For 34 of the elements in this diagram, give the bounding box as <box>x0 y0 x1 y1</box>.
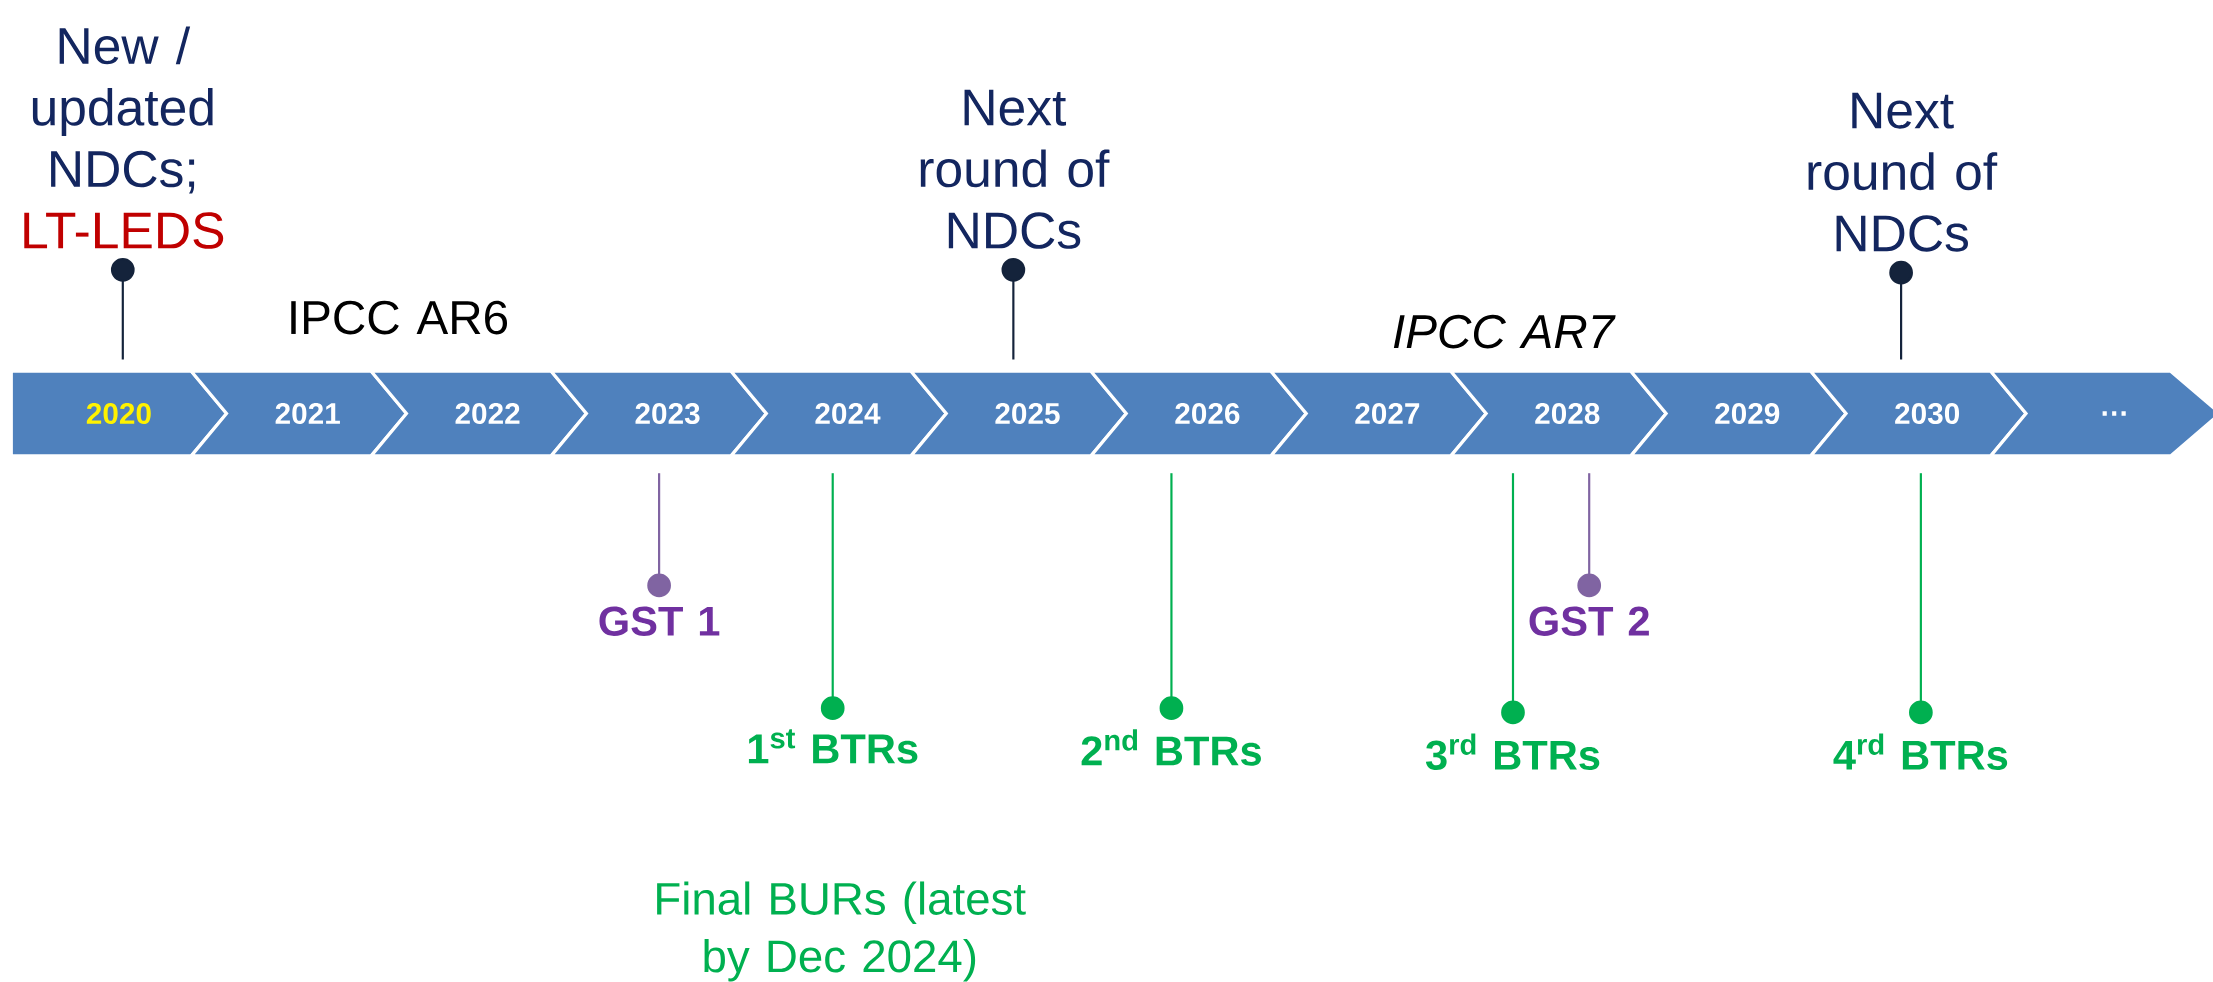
pin-line <box>1577 473 1602 598</box>
event-label: 2$^{nd}$ BTRs <box>1081 729 1261 766</box>
event-label: 3$^{rd}$ BTRs <box>1425 733 1600 770</box>
pin-line <box>1889 260 1913 360</box>
year-segment: 2027 <box>1267 369 1489 458</box>
year-segment: … <box>1987 369 2213 458</box>
year-segment: 2022 <box>367 369 589 458</box>
event-label: 1$^{st}$ BTRs <box>748 729 918 764</box>
year-segment: 2030 <box>1807 369 2029 458</box>
event-label: GST 1 <box>599 606 720 636</box>
note: Final BURs (latest by Dec 2024) <box>657 881 1026 982</box>
event-label: GST 2 <box>1529 606 1649 636</box>
year-segment: 2021 <box>187 369 409 458</box>
year-segment: 2029 <box>1627 369 1849 458</box>
event-label: Next round of NDCs <box>1808 92 1998 252</box>
event-label: 4$^{rd}$ BTRs <box>1833 733 2008 770</box>
year-segment: 2020 <box>9 369 229 458</box>
pin-line <box>1501 473 1525 725</box>
pin-line <box>110 257 135 360</box>
period-label: IPCC AR7 <box>1393 314 1616 349</box>
pin-line <box>1159 473 1184 720</box>
pin-line <box>1909 473 1933 725</box>
year-segment: 2023 <box>547 369 769 458</box>
pin-line <box>1001 257 1026 360</box>
year-segment: 2028 <box>1447 369 1669 458</box>
pin-line <box>820 473 845 720</box>
year-segment: 2024 <box>727 369 949 458</box>
period-label: IPCC AR6 <box>291 300 508 335</box>
node-label: … <box>2102 411 2126 416</box>
event-label: New / updated NDCs; LT-LEDS <box>24 26 224 249</box>
year-segment: 2025 <box>907 369 1129 458</box>
year-segment: 2026 <box>1087 369 1309 458</box>
event-label: Next round of NDCs <box>920 89 1110 249</box>
pin-line <box>647 473 671 598</box>
